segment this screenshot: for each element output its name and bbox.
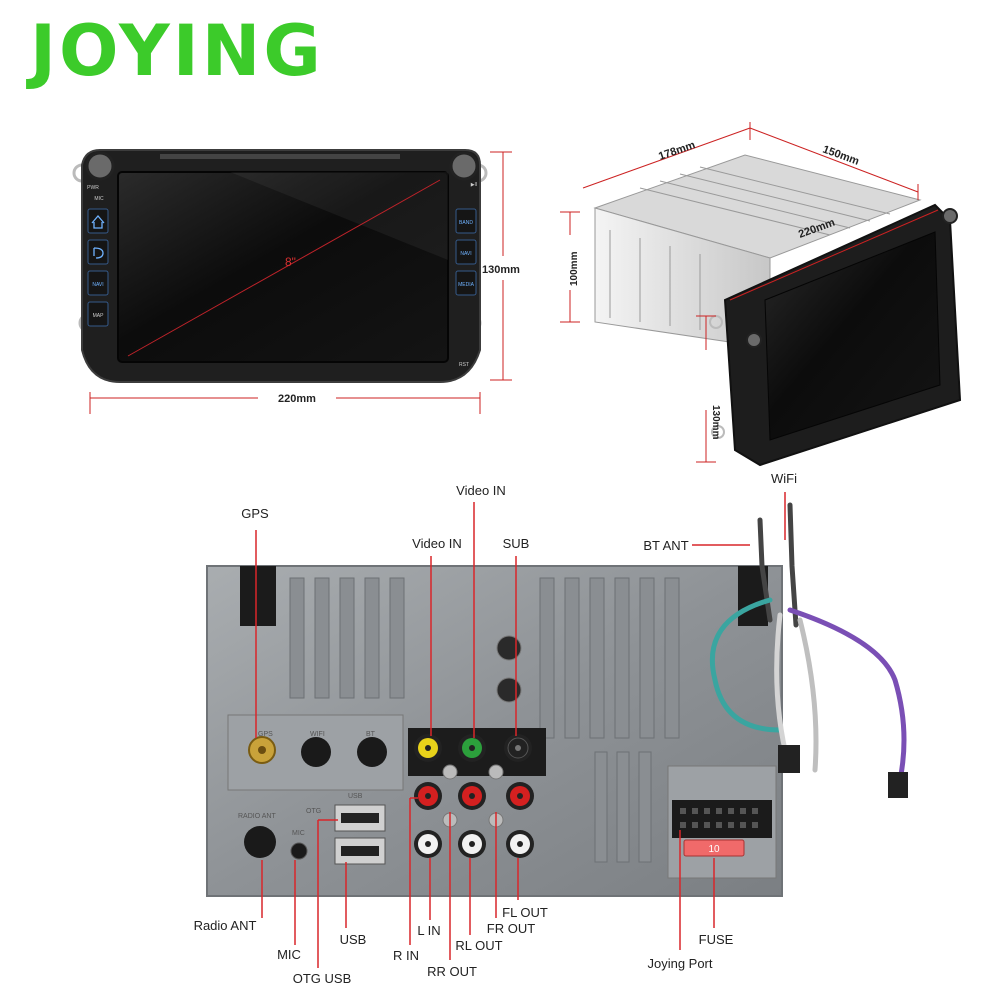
video-in-label: Video IN	[412, 536, 462, 551]
radio-ant-embossed: RADIO ANT	[238, 813, 276, 820]
front-view: 8" PWR MIC NAVI MAP ▶II BAND NAVI MEDIA …	[72, 149, 520, 414]
side-screen	[764, 231, 941, 441]
bt-ant-label: BT ANT	[643, 538, 688, 553]
gps-label: GPS	[241, 506, 269, 521]
band-button-label: BAND	[459, 220, 473, 226]
right-button-column: ▶II BAND NAVI MEDIA RST	[455, 182, 478, 368]
navi-button-left[interactable]	[87, 270, 109, 296]
blank-port	[496, 677, 522, 703]
rear-view: GPS WIFI BT RADIO ANT MIC OTG USB	[206, 502, 908, 897]
antenna-cables	[709, 502, 907, 783]
otg-embossed: OTG	[306, 808, 321, 815]
l-in-label: L IN	[417, 923, 440, 938]
joying-port-pins	[680, 808, 758, 828]
back-icon	[93, 247, 104, 259]
otg-usb-label: OTG USB	[293, 971, 352, 986]
mic-label: MIC	[277, 947, 301, 962]
side-knob	[942, 208, 958, 224]
sub-label: SUB	[503, 536, 530, 551]
usb-embossed: USB	[348, 793, 363, 800]
home-icon	[91, 215, 105, 229]
wifi-embossed: WIFI	[310, 731, 325, 738]
wifi-port	[301, 737, 331, 767]
mic-port	[290, 842, 308, 860]
usb-label: USB	[340, 932, 367, 947]
media-button[interactable]	[455, 270, 477, 296]
touch-screen[interactable]	[117, 171, 449, 363]
home-button[interactable]	[87, 208, 109, 234]
bt-port	[357, 737, 387, 767]
wifi-connector	[888, 772, 908, 798]
navi-button-right-label: NAVI	[460, 251, 471, 257]
side-knob	[746, 332, 762, 348]
rear-bracket	[240, 566, 276, 626]
front-side-height-label: 130mm	[710, 405, 721, 440]
screen-diagonal	[127, 179, 441, 357]
band-button[interactable]	[455, 208, 477, 234]
rst-button-label: RST	[459, 362, 469, 368]
mount-tab	[711, 425, 725, 439]
mic-label: MIC	[94, 196, 104, 202]
radio-ant-port	[244, 826, 276, 858]
r-in-label: R IN	[393, 948, 419, 963]
left-button-column: PWR MIC NAVI MAP	[87, 185, 109, 327]
fr-out-label: FR OUT	[487, 921, 535, 936]
map-button-label: MAP	[93, 313, 105, 319]
volume-knob[interactable]	[85, 151, 115, 181]
blank-port	[496, 635, 522, 661]
navi-button-right[interactable]	[455, 239, 477, 265]
radio-ant-label: Radio ANT	[194, 918, 257, 933]
tune-knob[interactable]	[449, 151, 479, 181]
side-view: 178mm 150mm 220mm 100mm 130mm	[560, 122, 962, 467]
joying-port	[672, 800, 772, 838]
back-button[interactable]	[87, 239, 109, 265]
map-button[interactable]	[87, 301, 109, 327]
bt-embossed: BT	[366, 731, 376, 738]
gps-embossed: GPS	[258, 731, 273, 738]
side-width-label: 150mm	[821, 144, 861, 168]
video-in-top-label: Video IN	[456, 483, 506, 498]
brand-logo: JOYING	[30, 10, 324, 92]
mic-embossed: MIC	[292, 830, 305, 837]
chassis-vents	[609, 166, 891, 330]
heat-sink-fins	[289, 577, 680, 863]
rca-jacks	[408, 728, 546, 858]
fuse-value: 10	[708, 844, 720, 855]
rear-labels: GPS Video IN Video IN SUB WiFi BT ANT Ra…	[194, 471, 798, 986]
media-button-label: MEDIA	[458, 282, 475, 288]
box-height-label: 100mm	[569, 251, 580, 286]
bt-connector	[778, 745, 800, 773]
play-pause-label: ▶II	[471, 182, 478, 188]
joying-port-label: Joying Port	[647, 956, 712, 971]
front-height-label: 130mm	[482, 264, 520, 276]
front-dimension-lines	[89, 151, 512, 414]
gps-port	[248, 736, 276, 764]
fuse-label: FUSE	[699, 932, 734, 947]
fuse	[683, 839, 745, 857]
rl-out-label: RL OUT	[455, 938, 502, 953]
rr-out-label: RR OUT	[427, 964, 477, 979]
leader-lines	[255, 492, 786, 968]
side-dimension-lines	[560, 122, 939, 463]
front-width-label: 220mm	[278, 393, 316, 405]
depth-label: 178mm	[657, 139, 697, 163]
wifi-label: WiFi	[771, 471, 797, 486]
pwr-button-label: PWR	[87, 185, 99, 191]
fl-out-label: FL OUT	[502, 905, 548, 920]
disc-slot	[160, 154, 400, 159]
navi-button-left-label: NAVI	[92, 282, 103, 288]
screen-size-label: 8"	[285, 255, 296, 269]
